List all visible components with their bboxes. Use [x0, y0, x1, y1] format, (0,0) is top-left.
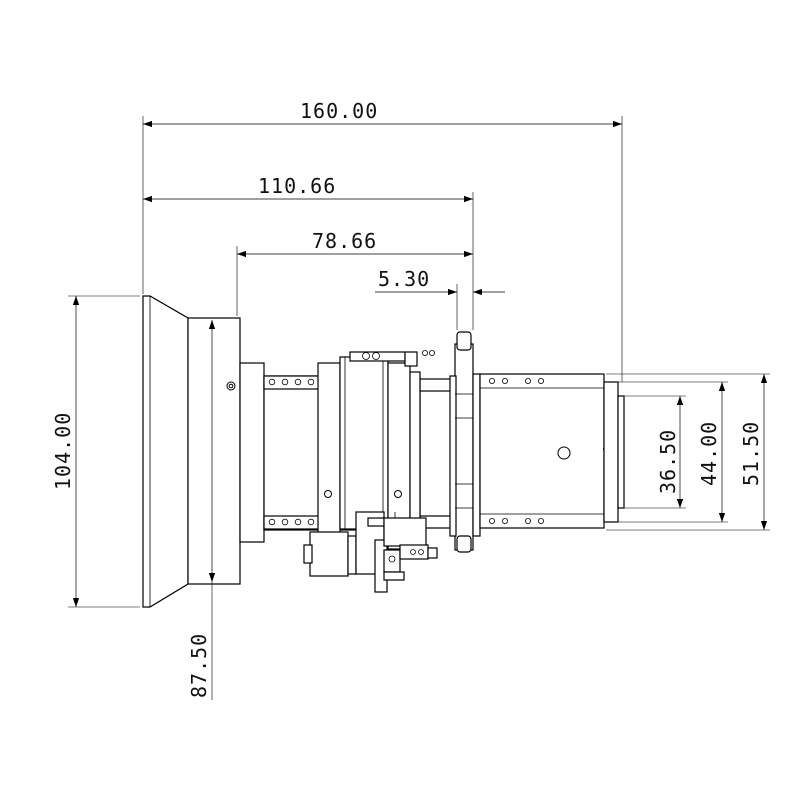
- dim-mount-d1: 36.50: [624, 395, 686, 509]
- dim-label-barrel-to-flange: 78.66: [312, 229, 377, 253]
- rear-mount-outer: [603, 381, 619, 523]
- mid-plate-left: [317, 362, 341, 550]
- step-ring: [239, 362, 265, 543]
- gear-plate: [449, 331, 481, 553]
- dim-label-length-to-flange: 110.66: [258, 174, 336, 198]
- dim-barrel-to-flange: 78.66: [236, 229, 473, 316]
- dim-label-overall-length: 160.00: [300, 99, 378, 123]
- rear-mount-inner: [617, 395, 625, 509]
- dim-label-front-height: 104.00: [51, 412, 75, 490]
- dim-flange-thickness: 5.30: [375, 267, 505, 330]
- dim-label-mount-d1: 36.50: [656, 429, 680, 494]
- dim-overall-length: 160.00: [142, 99, 623, 382]
- dim-mount-d3: 51.50: [606, 373, 770, 531]
- rear-tube: [479, 373, 605, 529]
- rear-tube-screws: [488, 377, 545, 525]
- dim-barrel-height: 87.50: [187, 320, 216, 700]
- dim-front-height: 104.00: [51, 295, 140, 608]
- dim-label-flange-thickness: 5.30: [378, 267, 430, 291]
- front-barrel: [187, 317, 241, 585]
- dim-label-barrel-height: 87.50: [187, 633, 211, 698]
- dim-label-mount-d2: 44.00: [697, 421, 721, 486]
- dim-label-mount-d3: 51.50: [739, 421, 763, 486]
- dim-length-to-flange: 110.66: [143, 174, 474, 330]
- lens-body: [142, 295, 625, 608]
- motor-assembly: [303, 511, 438, 593]
- dim-mount-d2: 44.00: [618, 381, 728, 523]
- rear-tube-port: [557, 446, 571, 460]
- mid-housing: [339, 356, 389, 530]
- top-screws: [349, 349, 435, 367]
